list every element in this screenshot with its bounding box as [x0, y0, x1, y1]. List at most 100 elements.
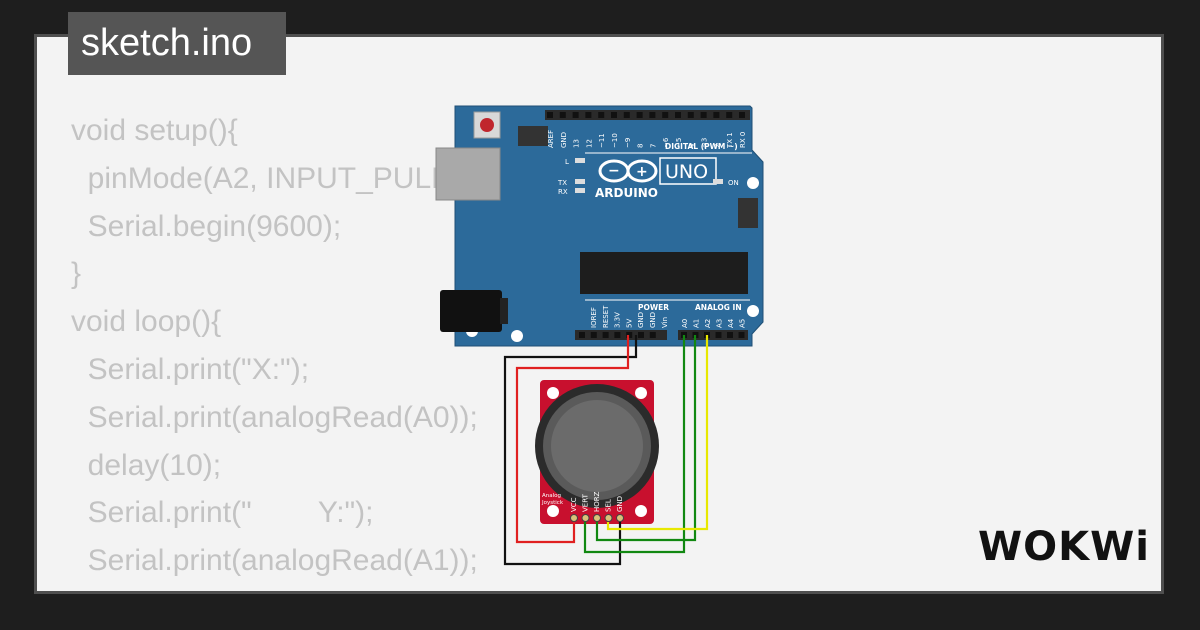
joystick-pin[interactable]: [570, 514, 578, 522]
power-jack: [440, 290, 502, 332]
code-line: delay(10);: [71, 448, 222, 482]
code-line: }: [71, 257, 82, 291]
joystick-pin[interactable]: [616, 514, 624, 522]
digital-pin-label: GND: [560, 132, 568, 148]
code-line: void loop(){: [71, 305, 222, 339]
header-pin[interactable]: [611, 112, 617, 118]
header-pin[interactable]: [649, 112, 656, 118]
joystick-pin[interactable]: [581, 514, 590, 522]
header-pin[interactable]: [700, 112, 707, 118]
board-brand: ARDUINO: [595, 186, 658, 200]
code-line: void setup(){: [71, 114, 238, 147]
analog-pin-label: A1: [693, 319, 701, 328]
digital-pin-label: ~11: [598, 133, 606, 148]
code-line: Serial.print(analogRead(A1));: [71, 544, 478, 578]
board-model: UNO: [665, 161, 708, 183]
analog-header-label: ANALOG IN: [695, 303, 742, 312]
code-preview: void setup(){ pinMode(A2, INPUT_PULLUP);…: [71, 107, 508, 585]
digital-pin-label: 13: [573, 139, 581, 148]
digital-pin-label: 2: [713, 144, 721, 148]
svg-text:−: −: [608, 163, 620, 179]
digital-pin-label: 4: [688, 143, 696, 148]
header-pin[interactable]: [602, 332, 609, 338]
analog-pin-label: A4: [727, 318, 735, 328]
header-pin[interactable]: [739, 112, 745, 118]
header-pin[interactable]: [547, 112, 553, 118]
joystick-pin-label: SEL: [605, 499, 613, 512]
reset-button[interactable]: [480, 118, 494, 132]
analog-pin-label: A0: [681, 319, 689, 328]
joystick-label-1: Analog: [542, 493, 561, 499]
header-pin[interactable]: [726, 112, 733, 118]
arduino-infinity-icon: [598, 159, 658, 183]
header-pin[interactable]: [638, 332, 644, 338]
joystick-pin[interactable]: [604, 514, 613, 522]
header-pin[interactable]: [579, 332, 585, 338]
header-pin[interactable]: [623, 112, 630, 118]
header-pin[interactable]: [598, 112, 605, 118]
power-pin-label: 5V: [625, 319, 633, 328]
header-pin[interactable]: [649, 332, 656, 338]
header-pin[interactable]: [727, 332, 733, 338]
digital-pin-label: ~6: [662, 137, 670, 148]
joystick-label-2: Joystick: [541, 500, 564, 506]
led-rx-label: RX: [558, 188, 568, 196]
digital-pin-label: AREF: [547, 130, 555, 148]
analog-pin-label: A5: [739, 319, 747, 328]
led-tx-label: TX: [557, 179, 567, 187]
analog-pin-label: A2: [704, 319, 712, 328]
digital-header-label: DIGITAL (PWM ~): [665, 142, 738, 151]
wires: [503, 335, 709, 566]
header-pin[interactable]: [687, 112, 694, 118]
joystick-pin-label: GND: [616, 496, 624, 512]
header-pin[interactable]: [636, 112, 643, 118]
digital-pin-label: ~3: [701, 138, 709, 148]
digital-pin-label: RX 0: [739, 132, 747, 148]
digital-pin-label: ~5: [675, 138, 683, 148]
code-line: Serial.print(" Y:");: [71, 496, 374, 530]
joystick-pin-label: VCC: [570, 497, 578, 512]
power-pin-label: 3.3V: [614, 312, 622, 328]
header-pin[interactable]: [626, 332, 633, 338]
digital-pin-label: 8: [637, 144, 645, 148]
joystick-pin[interactable]: [593, 514, 601, 522]
header-pin[interactable]: [559, 112, 566, 118]
power-pin-label: GND: [637, 312, 645, 328]
joystick-pin-label: HORZ: [593, 491, 601, 512]
header-pin[interactable]: [713, 112, 720, 118]
file-tab[interactable]: sketch.ino: [68, 12, 286, 75]
header-pin[interactable]: [738, 332, 745, 338]
analog-header: [678, 330, 748, 340]
power-pin-label: GND: [649, 312, 657, 328]
header-pin[interactable]: [614, 332, 621, 338]
header-pin[interactable]: [675, 112, 681, 118]
led-on-label: ON: [728, 179, 739, 187]
digital-pin-label: ~9: [624, 138, 632, 148]
power-pin-label: IOREF: [590, 307, 598, 328]
joystick-knob[interactable]: [551, 400, 643, 492]
arduino-uno-board[interactable]: − + ARDUINO UNO DIGITAL (PWM ~) POWER AN…: [435, 105, 764, 347]
header-pin[interactable]: [590, 332, 597, 338]
header-pin[interactable]: [585, 112, 592, 118]
digital-pin-label: 12: [585, 139, 593, 148]
power-pin-label: Vin: [661, 317, 669, 328]
header-pin[interactable]: [715, 332, 722, 338]
digital-pin-label: TX 1: [726, 132, 734, 149]
power-header: [575, 330, 667, 340]
power-pin-label: RESET: [602, 305, 610, 328]
power-header-label: POWER: [638, 303, 669, 312]
code-line: Serial.print(analogRead(A0));: [71, 400, 478, 434]
code-line: Serial.begin(9600);: [71, 209, 342, 243]
wokwi-logo: WOKWi: [978, 524, 1150, 570]
digital-header: [545, 110, 750, 120]
analog-pin-label: A3: [716, 319, 724, 328]
led-l-label: L: [565, 158, 569, 166]
atmega-chip: [580, 252, 748, 294]
header-pin[interactable]: [662, 112, 669, 118]
code-line: Serial.print("X:");: [71, 352, 310, 386]
joystick-pin-label: VERT: [582, 493, 590, 512]
header-pin[interactable]: [572, 112, 579, 118]
svg-text:+: +: [636, 164, 648, 180]
